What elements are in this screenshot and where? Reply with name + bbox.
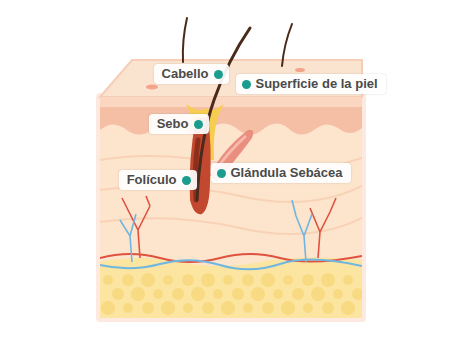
part-name: Glándula Sebácea <box>231 163 343 183</box>
part-name: Superficie de la piel <box>256 74 378 94</box>
fat-cell <box>321 273 335 287</box>
capillary <box>122 196 150 258</box>
fat-cell <box>343 275 353 285</box>
fat-cell <box>352 288 362 300</box>
fat-cell <box>182 274 194 286</box>
marker-dot <box>214 70 223 79</box>
marker-dot <box>217 169 226 178</box>
fat-cell <box>112 288 124 300</box>
fat-cell <box>142 302 154 314</box>
part-label: Cabello <box>154 64 229 84</box>
fat-cells <box>101 273 362 315</box>
block-glow <box>96 93 366 322</box>
fat-cell <box>141 273 155 287</box>
fat-cell <box>103 275 113 285</box>
fat-cell <box>251 287 265 301</box>
fat-cell <box>303 303 313 313</box>
fat-cell <box>153 289 163 299</box>
fat-cell <box>101 301 115 315</box>
fat-cell <box>292 288 304 300</box>
fat-cell <box>273 289 283 299</box>
part-label: Superficie de la piel <box>236 74 386 94</box>
part-label: Glándula Sebácea <box>211 163 351 183</box>
fat-cell <box>242 274 254 286</box>
fat-cell <box>172 288 184 300</box>
fat-cell <box>201 273 215 287</box>
epidermis-layer <box>100 107 362 135</box>
fat-cell <box>261 273 275 287</box>
fat-cell <box>183 303 193 313</box>
capillary <box>120 214 136 262</box>
fat-cell <box>322 302 334 314</box>
fat-cell <box>202 302 214 314</box>
fat-cell <box>281 301 295 315</box>
pore <box>295 68 305 72</box>
marker-dot <box>194 120 203 129</box>
capillary <box>310 198 336 258</box>
skin-front-face <box>100 97 362 318</box>
fat-cell <box>221 301 235 315</box>
fat-cell <box>163 275 173 285</box>
fat-cell <box>333 289 343 299</box>
fat-cell <box>131 287 145 301</box>
hypodermis-layer <box>100 257 362 318</box>
fat-cell <box>191 287 205 301</box>
fat-cell <box>232 288 244 300</box>
fat-cell <box>302 274 314 286</box>
stratum-corneum <box>100 97 362 107</box>
marker-dot <box>182 176 191 185</box>
fat-cell <box>262 302 274 314</box>
hair-shaft <box>183 18 187 62</box>
fat-cell <box>283 275 293 285</box>
fat-cell <box>243 303 253 313</box>
fat-cell <box>161 301 175 315</box>
fat-cell <box>341 301 355 315</box>
dermis-layer <box>100 97 362 318</box>
fat-cell <box>213 289 223 299</box>
capillary <box>292 200 312 262</box>
part-label: Folículo <box>119 170 197 190</box>
vein <box>100 259 362 269</box>
part-name: Folículo <box>127 170 177 190</box>
fat-cell <box>311 287 325 301</box>
part-name: Cabello <box>162 64 209 84</box>
hair-shaft <box>282 24 292 66</box>
part-label: Sebo <box>149 114 209 134</box>
fat-cell <box>123 303 133 313</box>
fat-cell <box>223 275 233 285</box>
part-name: Sebo <box>157 114 189 134</box>
pore <box>146 85 158 90</box>
fat-cell <box>122 274 134 286</box>
marker-dot <box>242 80 251 89</box>
